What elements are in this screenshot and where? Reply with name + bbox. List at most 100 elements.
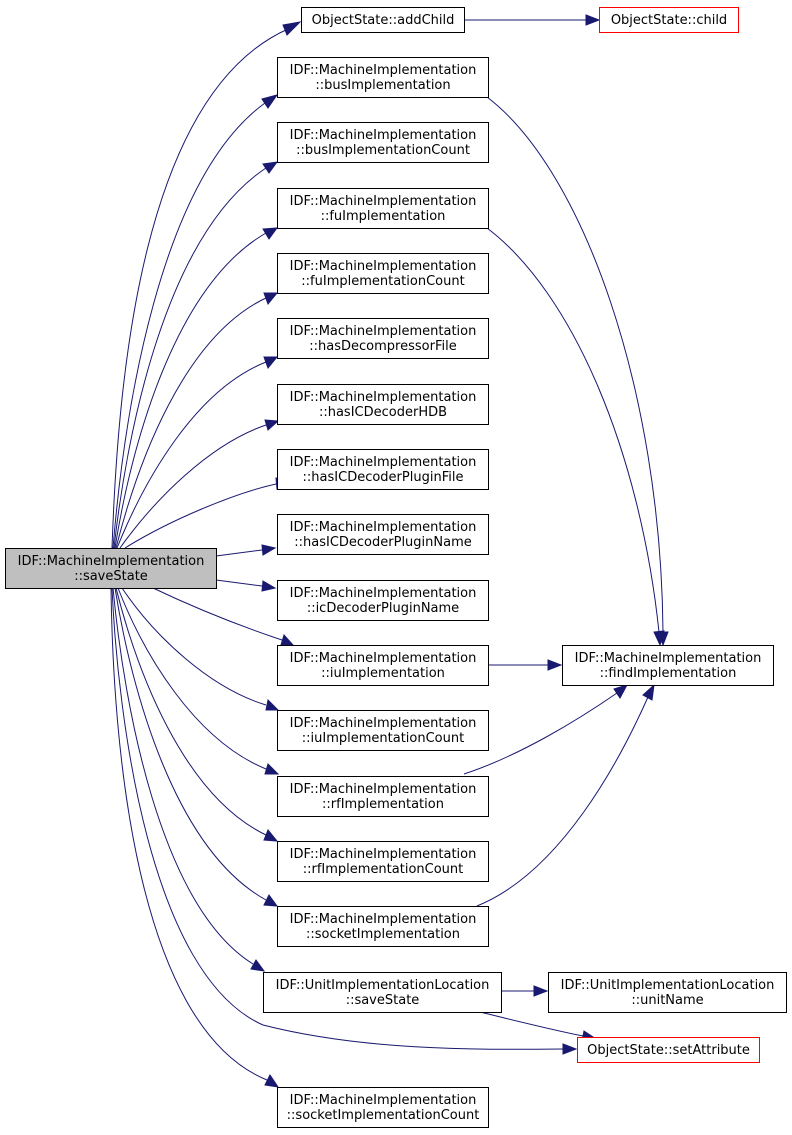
node-hasICDecoderHDB[interactable]: IDF::MachineImplementation::hasICDecoder… xyxy=(277,384,489,425)
node-label: IDF::MachineImplementation xyxy=(290,259,477,274)
node-busImplementation[interactable]: IDF::MachineImplementation::busImplement… xyxy=(277,57,489,98)
edge-line xyxy=(124,483,277,549)
edge-arrowhead xyxy=(642,683,655,701)
node-rfImplementationCount[interactable]: IDF::MachineImplementation::rfImplementa… xyxy=(277,841,489,882)
node-box xyxy=(562,645,774,686)
node-label: IDF::MachineImplementation xyxy=(18,554,205,569)
edge-arrowhead xyxy=(250,959,266,972)
edge-arrowhead xyxy=(585,14,601,26)
node-unitName[interactable]: IDF::UnitImplementationLocation::unitNam… xyxy=(548,972,787,1013)
node-box xyxy=(301,7,465,33)
edge-socketImplementation-to-findImplementation xyxy=(476,683,655,907)
edge-line xyxy=(115,297,267,549)
edge-root-to-socketImplementationCount xyxy=(110,587,280,1088)
edge-line xyxy=(111,587,564,1050)
node-label: ::rfImplementation xyxy=(322,797,444,812)
node-label: IDF::MachineImplementation xyxy=(290,651,477,666)
node-rfImplementation[interactable]: IDF::MachineImplementation::rfImplementa… xyxy=(277,776,489,817)
edge-root-to-socketImplementation xyxy=(114,587,279,907)
node-icDecoderPluginName[interactable]: IDF::MachineImplementation::icDecoderPlu… xyxy=(277,580,489,621)
edge-arrowhead xyxy=(653,630,665,647)
node-box xyxy=(277,906,489,947)
node-label: IDF::MachineImplementation xyxy=(290,586,477,601)
edge-arrowhead xyxy=(263,894,279,907)
node-label: ::saveState xyxy=(74,569,148,584)
edge-line xyxy=(463,692,618,775)
node-label: ::busImplementationCount xyxy=(296,143,470,158)
edge-arrowhead xyxy=(280,634,295,646)
edge-busImplementation-to-findImplementation xyxy=(486,96,669,647)
edge-line xyxy=(486,96,664,633)
node-fuImplementation[interactable]: IDF::MachineImplementation::fuImplementa… xyxy=(277,188,489,229)
edge-root-to-rfImplementation xyxy=(117,587,280,775)
node-label: IDF::MachineImplementation xyxy=(290,716,477,731)
edge-line xyxy=(486,227,660,633)
node-iuImplementation[interactable]: IDF::MachineImplementation::iuImplementa… xyxy=(277,645,489,686)
node-uilSaveState[interactable]: IDF::UnitImplementationLocation::saveSta… xyxy=(263,972,502,1013)
edge-addChild-to-child xyxy=(464,14,601,26)
edge-line xyxy=(112,587,254,965)
node-label: ::findImplementation xyxy=(600,666,737,681)
edge-line xyxy=(479,1011,584,1037)
node-label: ::fuImplementationCount xyxy=(301,274,464,289)
call-edges xyxy=(110,14,669,1088)
edge-arrowhead xyxy=(262,227,279,240)
edge-arrowhead xyxy=(261,580,277,592)
node-addChild[interactable]: ObjectState::addChild xyxy=(301,7,465,33)
edge-line xyxy=(114,232,267,549)
edge-root-to-setAttribute xyxy=(111,587,578,1055)
node-child[interactable]: ObjectState::child xyxy=(599,7,739,33)
node-label: ObjectState::addChild xyxy=(312,13,455,28)
edge-line xyxy=(117,587,267,770)
node-box xyxy=(277,318,489,359)
node-label: ::socketImplementation xyxy=(306,927,460,942)
node-hasDecompressorFile[interactable]: IDF::MachineImplementation::hasDecompres… xyxy=(277,318,489,359)
edge-arrowhead xyxy=(264,1074,280,1088)
node-socketImplementationCount[interactable]: IDF::MachineImplementation::socketImplem… xyxy=(277,1087,489,1128)
node-socketImplementation[interactable]: IDF::MachineImplementation::socketImplem… xyxy=(277,906,489,947)
edge-arrowhead xyxy=(263,292,279,305)
node-label: IDF::MachineImplementation xyxy=(290,782,477,797)
node-label: ::hasDecompressorFile xyxy=(309,339,456,354)
node-label: IDF::MachineImplementation xyxy=(290,63,477,78)
edge-arrowhead xyxy=(562,1043,578,1055)
node-label: ObjectState::child xyxy=(611,13,727,28)
node-label: IDF::MachineImplementation xyxy=(290,847,477,862)
node-root: IDF::MachineImplementation::saveState xyxy=(5,548,217,589)
edge-line xyxy=(112,102,266,549)
edge-arrowhead xyxy=(262,161,279,174)
node-hasICDecoderPluginFile[interactable]: IDF::MachineImplementation::hasICDecoder… xyxy=(277,449,489,490)
edge-arrowhead xyxy=(547,659,563,671)
node-box xyxy=(577,1037,760,1063)
edge-line xyxy=(215,579,263,587)
node-label: ::fuImplementation xyxy=(321,209,446,224)
edge-arrowhead xyxy=(613,684,629,699)
node-box xyxy=(5,548,217,589)
edge-uilSaveState-to-unitName xyxy=(500,985,549,997)
node-label: IDF::UnitImplementationLocation xyxy=(276,978,490,993)
node-fuImplementationCount[interactable]: IDF::MachineImplementation::fuImplementa… xyxy=(277,253,489,294)
edge-line xyxy=(111,28,289,549)
edge-line xyxy=(116,361,267,549)
node-iuImplementationCount[interactable]: IDF::MachineImplementation::iuImplementa… xyxy=(277,710,489,751)
node-label: ::hasICDecoderPluginFile xyxy=(303,470,464,485)
node-label: IDF::MachineImplementation xyxy=(290,912,477,927)
node-label: ::busImplementation xyxy=(315,78,450,93)
edge-arrowhead xyxy=(263,829,279,842)
node-box xyxy=(277,776,489,817)
node-box xyxy=(277,253,489,294)
node-findImplementation[interactable]: IDF::MachineImplementation::findImplemen… xyxy=(562,645,774,686)
edge-rfImplementation-to-findImplementation xyxy=(463,684,629,775)
edge-arrowhead xyxy=(282,21,302,36)
node-hasICDecoderPluginName[interactable]: IDF::MachineImplementation::hasICDecoder… xyxy=(277,514,489,555)
node-label: IDF::MachineImplementation xyxy=(290,128,477,143)
edge-line xyxy=(113,167,267,549)
edge-arrowhead xyxy=(265,698,280,711)
edge-arrowhead xyxy=(533,985,549,997)
node-setAttribute[interactable]: ObjectState::setAttribute xyxy=(577,1037,760,1063)
node-label: ::unitName xyxy=(631,993,703,1008)
edge-root-to-fuImplementation xyxy=(114,227,279,549)
node-busImplementationCount[interactable]: IDF::MachineImplementation::busImplement… xyxy=(277,122,489,163)
edge-line xyxy=(119,424,267,549)
node-label: IDF::MachineImplementation xyxy=(290,455,477,470)
